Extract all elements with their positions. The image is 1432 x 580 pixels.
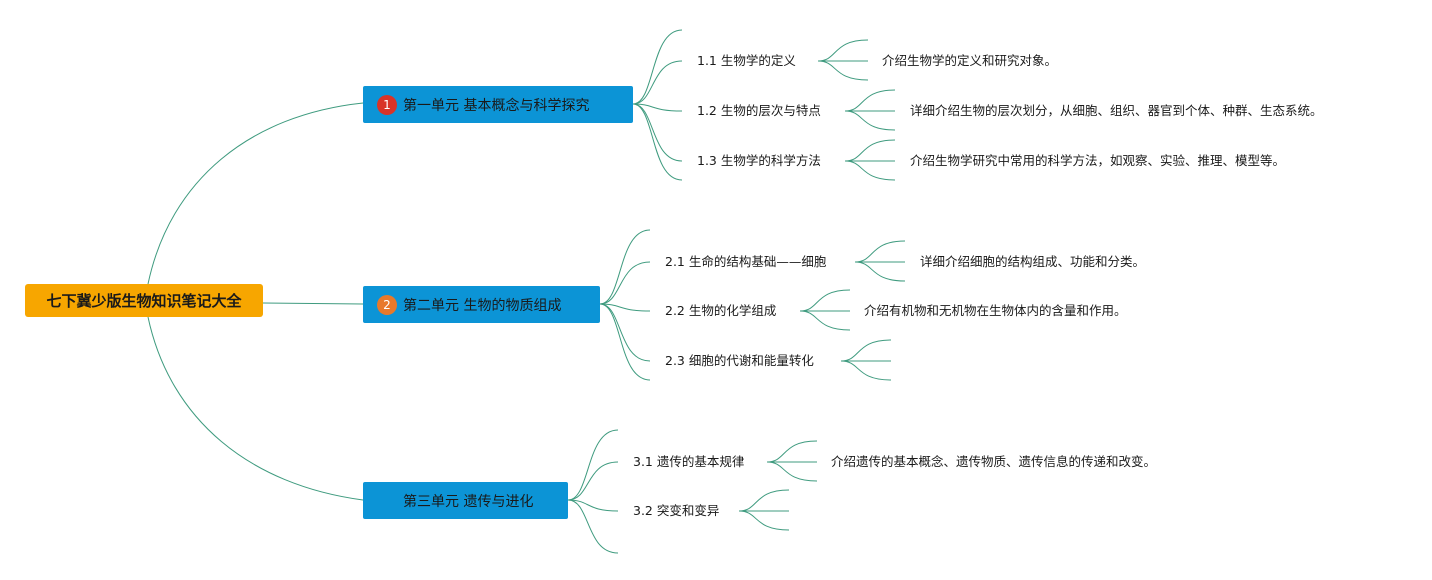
- unit-1-fan-connector-3: [632, 103, 683, 112]
- unit-3-node[interactable]: 第三单元 遗传与进化: [363, 482, 568, 519]
- number-1-badge-icon: 1: [377, 94, 397, 115]
- topic-1-1-leaf-connector-1: [817, 39, 869, 62]
- topic-1-1-leaf-connector-3: [817, 60, 869, 81]
- number-2-badge-icon: 2: [377, 294, 397, 315]
- topic-2-1[interactable]: 2.1 生命的结构基础——细胞: [665, 254, 827, 269]
- topic-1-3-description[interactable]: 介绍生物学研究中常用的科学方法，如观察、实验、推理、模型等。: [910, 153, 1286, 168]
- topic-1-2[interactable]: 1.2 生物的层次与特点: [697, 103, 821, 118]
- unit-3-fan-connector-3: [567, 499, 619, 512]
- unit-3-fan-connector-2: [567, 461, 619, 501]
- topic-1-3-leaf-connector-3: [844, 160, 896, 181]
- unit-2-fan-connector-5: [599, 303, 651, 381]
- topic-3-1-leaf-connector-3: [766, 461, 818, 482]
- topic-2-2[interactable]: 2.2 生物的化学组成: [665, 303, 777, 318]
- topic-1-3[interactable]: 1.3 生物学的科学方法: [697, 153, 821, 168]
- unit-3-fan-connector-4: [567, 499, 619, 554]
- topic-3-1-leaf-connector-1: [766, 440, 818, 463]
- unit-1-fan-connector-2: [632, 60, 683, 105]
- unit-2-fan-connector-1: [599, 229, 651, 305]
- topic-2-2-leaf-connector-1: [799, 289, 851, 312]
- unit-3-title: 第三单元 遗传与进化: [403, 493, 534, 510]
- root-title: 七下冀少版生物知识笔记大全: [46, 292, 242, 310]
- topic-1-2-leaf-connector-3: [844, 110, 896, 131]
- topic-1-3-leaf-connector-1: [844, 139, 896, 162]
- unit-3-badge-placeholder: [377, 491, 397, 511]
- topic-3-1[interactable]: 3.1 遗传的基本规律: [633, 454, 745, 469]
- topic-2-1-leaf-connector-1: [854, 240, 906, 263]
- unit-3-fan-connector-1: [567, 429, 619, 501]
- topic-2-3[interactable]: 2.3 细胞的代谢和能量转化: [665, 353, 814, 368]
- root-topic[interactable]: 七下冀少版生物知识笔记大全: [25, 284, 263, 317]
- topic-3-2-leaf-connector-1: [738, 489, 790, 512]
- topic-1-2-leaf-connector-1: [844, 89, 896, 112]
- unit-2-title: 第二单元 生物的物质组成: [403, 297, 562, 314]
- root-to-unit-1-connector: [147, 102, 364, 285]
- unit-1-title: 第一单元 基本概念与科学探究: [403, 97, 590, 114]
- topic-1-2-description[interactable]: 详细介绍生物的层次划分，从细胞、组织、器官到个体、种群、生态系统。: [910, 103, 1323, 118]
- unit-1-fan-connector-5: [632, 103, 683, 181]
- topic-3-2[interactable]: 3.2 突变和变异: [633, 503, 720, 518]
- unit-1-fan-connector-1: [632, 29, 683, 105]
- topic-1-1-description[interactable]: 介绍生物学的定义和研究对象。: [882, 53, 1058, 68]
- unit-2-node[interactable]: 2 第二单元 生物的物质组成: [363, 286, 600, 323]
- unit-2-fan-connector-3: [599, 303, 651, 312]
- topic-2-3-leaf-connector-3: [840, 360, 892, 381]
- root-to-unit-2-connector: [262, 302, 364, 305]
- unit-2-fan-connector-2: [599, 261, 651, 305]
- topic-2-1-leaf-connector-3: [854, 261, 906, 282]
- topic-2-3-leaf-connector-1: [840, 339, 892, 362]
- topic-2-2-description[interactable]: 介绍有机物和无机物在生物体内的含量和作用。: [864, 303, 1127, 318]
- unit-1-node[interactable]: 1 第一单元 基本概念与科学探究: [363, 86, 633, 123]
- topic-2-1-description[interactable]: 详细介绍细胞的结构组成、功能和分类。: [920, 254, 1146, 269]
- topic-3-2-leaf-connector-3: [738, 510, 790, 531]
- topic-3-1-description[interactable]: 介绍遗传的基本概念、遗传物质、遗传信息的传递和改变。: [831, 454, 1157, 469]
- root-to-unit-3-connector: [147, 316, 364, 501]
- topic-1-1[interactable]: 1.1 生物学的定义: [697, 53, 796, 68]
- topic-2-2-leaf-connector-3: [799, 310, 851, 331]
